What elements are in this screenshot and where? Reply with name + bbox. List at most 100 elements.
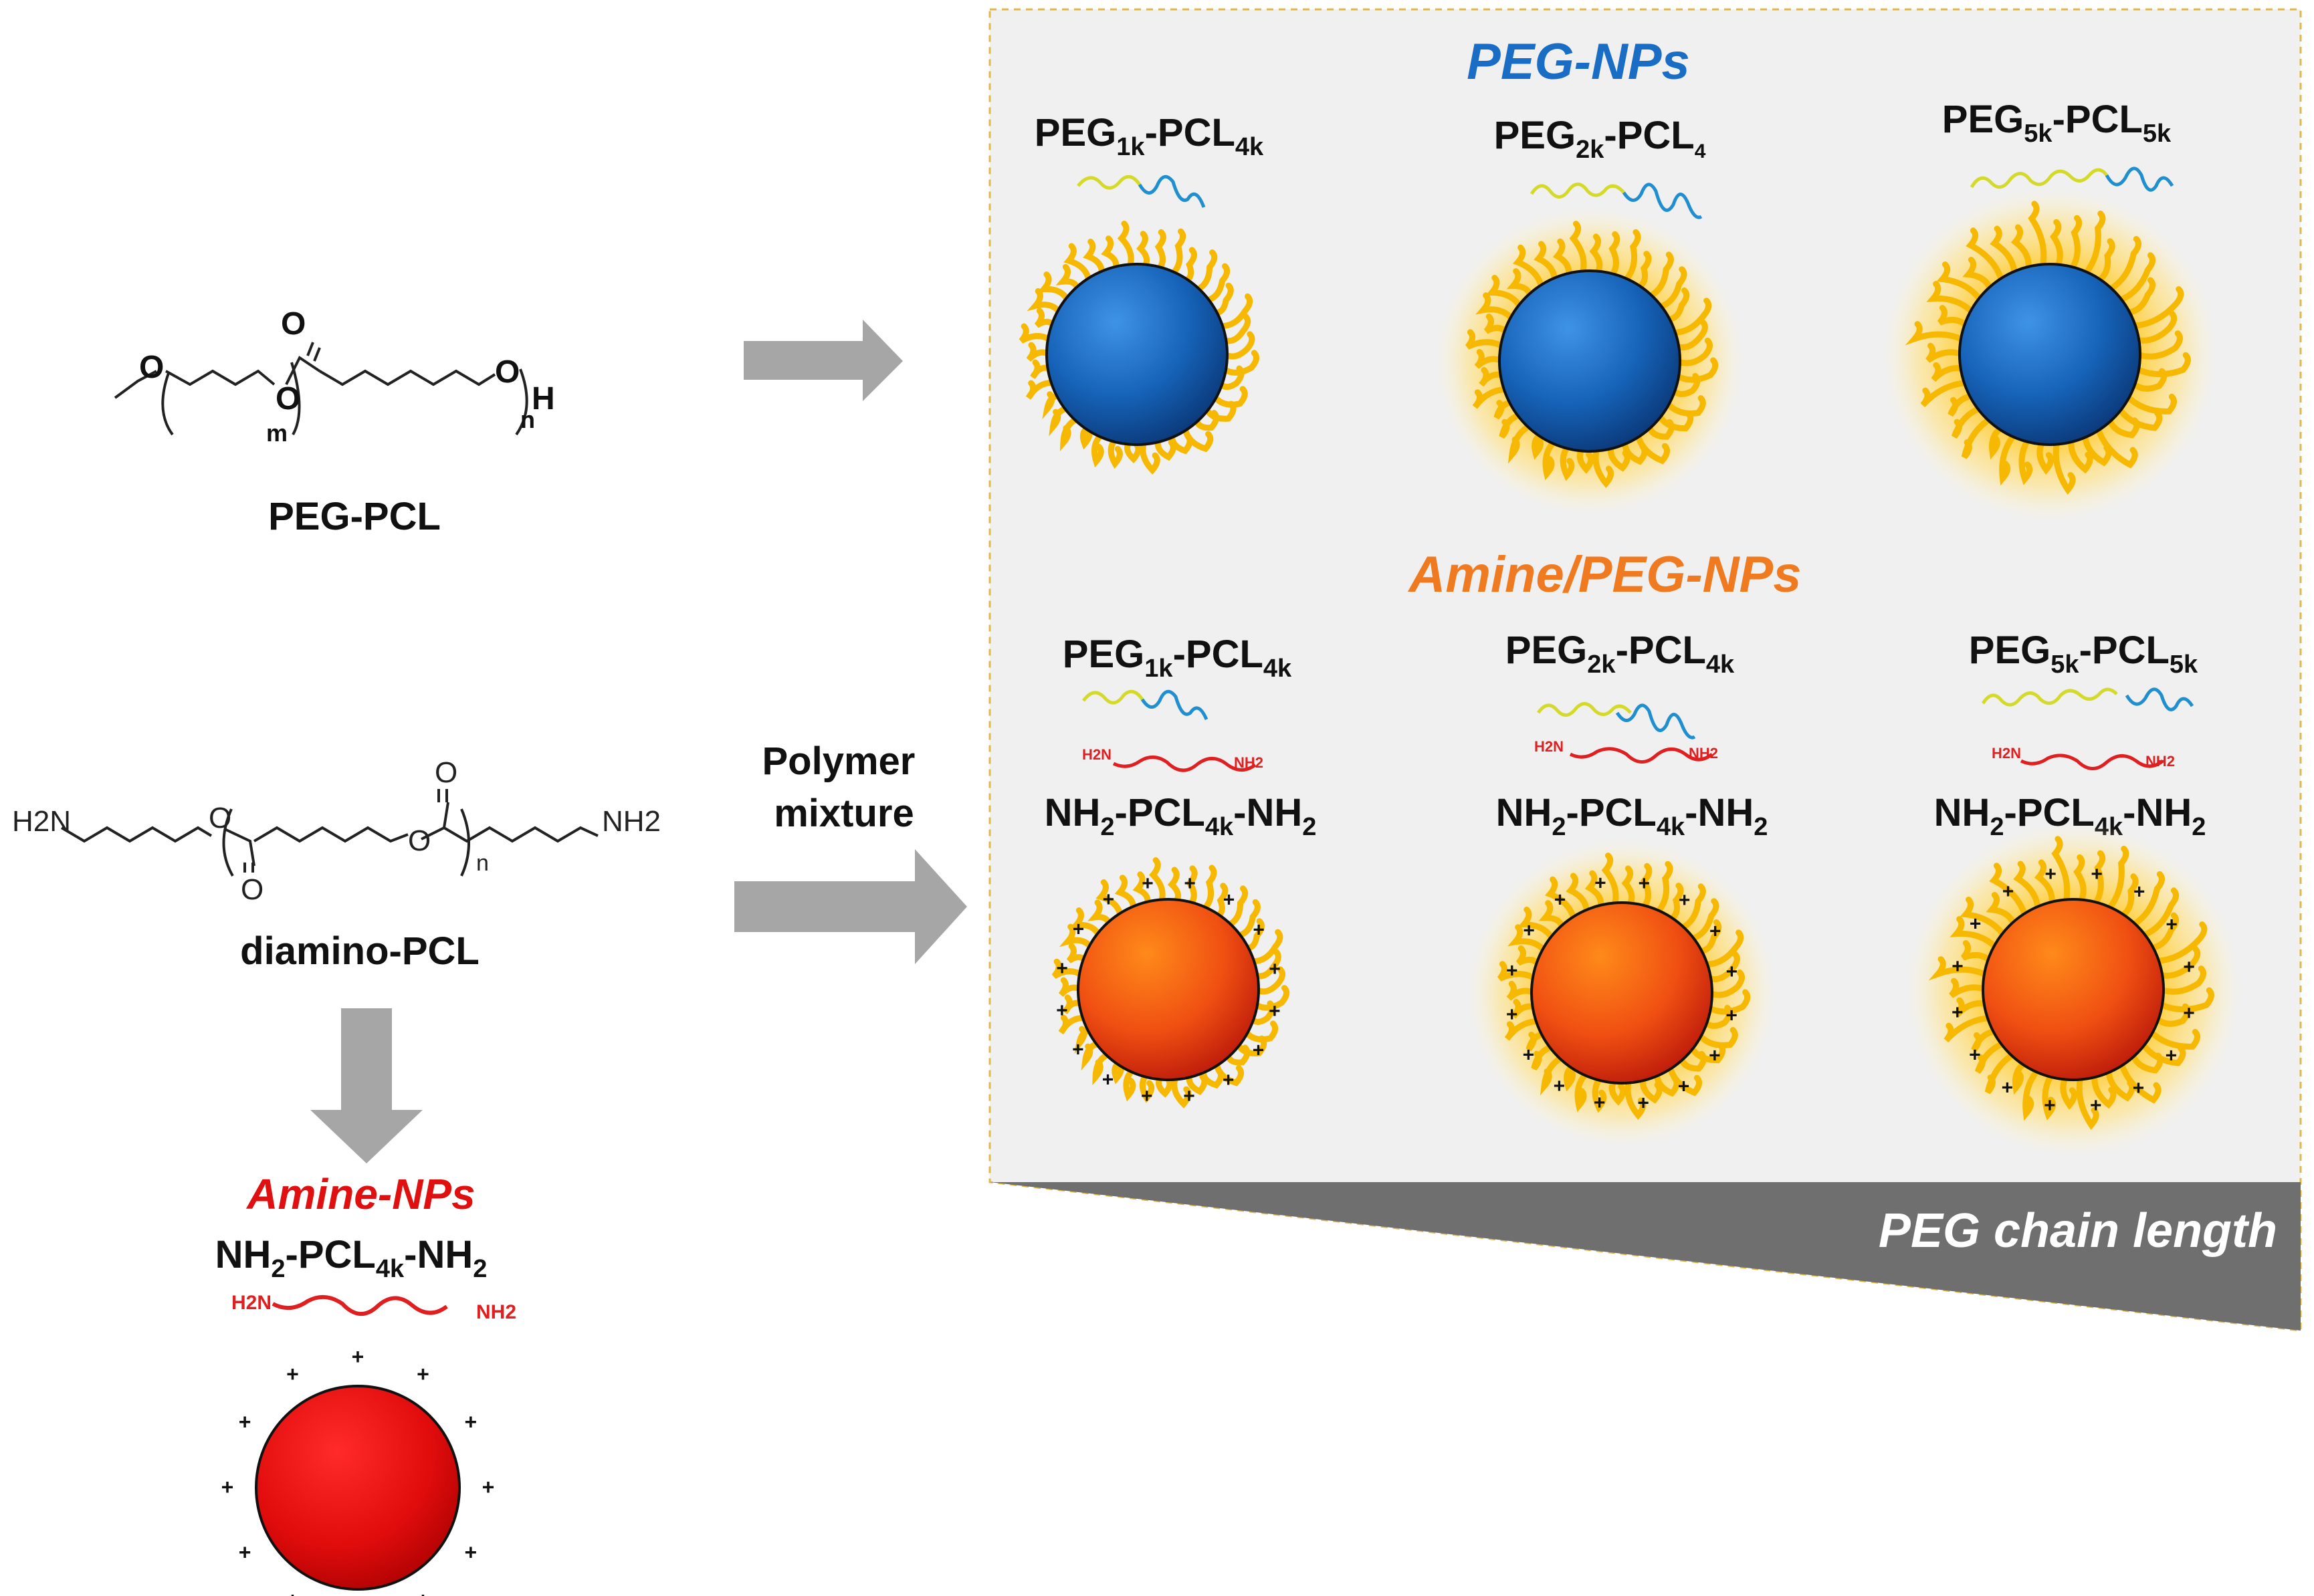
- corona-chain: [1019, 323, 1054, 344]
- peg-chain-icon-1-pcl: [1138, 175, 1206, 208]
- amine-peg-np-3: ++++++++++++++++: [1906, 822, 2240, 1157]
- corona-chain: [1920, 380, 1970, 408]
- corona-chain: [1066, 943, 1089, 964]
- corona-chain: [1059, 923, 1095, 951]
- corona-chain: [1114, 875, 1136, 913]
- positive-charge: +: [1725, 1004, 1738, 1026]
- corona-chain: [1497, 961, 1539, 982]
- corona-chain: [2115, 405, 2163, 431]
- corona-chain: [1026, 342, 1053, 362]
- corona-chain: [1136, 231, 1150, 270]
- corona-chain: [1966, 227, 2005, 284]
- positive-charge: +: [2044, 1095, 2056, 1117]
- corona-chain: [1092, 1050, 1112, 1086]
- positive-charge: +: [1056, 1000, 1068, 1022]
- corona-chain: [1123, 1066, 1136, 1102]
- corona-chain: [1943, 1015, 1994, 1043]
- corona-chain: [1148, 857, 1166, 905]
- corona-chain: [1926, 281, 1976, 316]
- corona-chain: [1034, 308, 1057, 329]
- corona-chain: [1248, 1000, 1275, 1025]
- corona-chain: [2118, 873, 2139, 919]
- corona-chain: [1569, 221, 1587, 277]
- np-core: [1982, 898, 2165, 1081]
- corona-chain: [1608, 231, 1620, 279]
- corona-chain: [2051, 836, 2071, 905]
- np-core: [255, 1385, 461, 1591]
- amine-peg-np-2: ++++++++++++++++: [1468, 839, 1776, 1147]
- positive-charge: +: [1056, 957, 1068, 980]
- corona-chain: [1182, 247, 1197, 284]
- positive-charge: +: [1142, 873, 1154, 895]
- corona-chain: [2082, 431, 2112, 467]
- corona-chain: [1589, 233, 1603, 277]
- positive-charge: +: [1594, 873, 1606, 895]
- corona-chain: [1474, 348, 1505, 369]
- corona-chain: [2147, 912, 2180, 951]
- corona-chain: [1989, 425, 2005, 460]
- corona-chain: [1140, 439, 1160, 475]
- corona-chain: [1705, 951, 1740, 983]
- peg-np-1: [1019, 221, 1259, 475]
- positive-charge: +: [1223, 1069, 1235, 1091]
- corona-chain: [1545, 876, 1577, 923]
- corona-chain: [2053, 439, 2076, 495]
- corona-chain: [1251, 985, 1290, 1011]
- positive-charge: +: [2166, 1045, 2178, 1067]
- corona-chain: [1622, 229, 1641, 284]
- corona-chain: [2068, 215, 2083, 273]
- corona-chain: [1081, 1040, 1103, 1071]
- svg-text:O: O: [435, 756, 457, 789]
- corona-chain: [1663, 395, 1706, 417]
- corona-chain: [2129, 871, 2165, 929]
- positive-charge: +: [1102, 1069, 1114, 1091]
- corona-chain: [1960, 940, 1994, 964]
- positive-charge: +: [2166, 914, 2178, 936]
- corona-chain: [2134, 330, 2183, 360]
- peg-chain-icon-1-peg: [1077, 175, 1142, 190]
- corona-chain: [1069, 907, 1103, 939]
- positive-charge: +: [1506, 960, 1518, 982]
- np-core: [1530, 901, 1713, 1085]
- corona-chain: [1037, 271, 1071, 304]
- svg-text:H: H: [532, 381, 555, 417]
- positive-charge: +: [1709, 921, 1721, 943]
- positive-charge: +: [2133, 1077, 2145, 1099]
- corona-chain: [1513, 244, 1545, 291]
- amine-peg-nps-title: Amine/PEG-NPs: [1407, 546, 1801, 603]
- corona-chain: [2091, 1071, 2117, 1109]
- corona-chain: [1154, 436, 1176, 461]
- corona-chain: [1695, 1027, 1738, 1048]
- corona-chain: [1485, 275, 1524, 310]
- corona-chain: [1242, 1020, 1279, 1043]
- corona-chain: [1654, 1070, 1680, 1097]
- corona-chain: [1566, 873, 1590, 916]
- corona-chain: [1504, 1018, 1542, 1041]
- positive-charge: +: [1970, 913, 1982, 935]
- corona-chain: [1584, 870, 1604, 911]
- peg-pcl-structure: [114, 342, 528, 436]
- corona-chain: [1074, 1026, 1095, 1054]
- corona-chain: [1225, 1044, 1251, 1066]
- positive-charge: +: [286, 1362, 299, 1386]
- corona-chain: [1063, 243, 1092, 284]
- corona-chain: [2133, 352, 2191, 378]
- positive-charge: +: [2183, 956, 2195, 978]
- corona-chain: [1526, 1031, 1548, 1052]
- peg-np-formula-2: PEG2k-PCL4: [1494, 114, 1706, 164]
- corona-chain: [1507, 422, 1534, 464]
- corona-chain: [1961, 415, 1994, 459]
- corona-chain: [2012, 1060, 2028, 1095]
- corona-chain: [1687, 1042, 1726, 1064]
- amine-nps-chain-ends: H2N NH2: [231, 1292, 516, 1323]
- corona-chain: [1193, 410, 1220, 431]
- corona-chain: [1949, 978, 1989, 998]
- positive-charge: +: [1184, 873, 1196, 895]
- positive-charge: +: [1253, 919, 1265, 941]
- corona-chain: [1479, 366, 1507, 387]
- diamino-pcl-structure: [60, 789, 599, 877]
- corona-chain: [1475, 292, 1516, 323]
- corona-chain: [1905, 321, 1967, 346]
- arrow-peg-pcl-to-peg-nps: [744, 320, 903, 401]
- corona-chain: [2129, 368, 2168, 392]
